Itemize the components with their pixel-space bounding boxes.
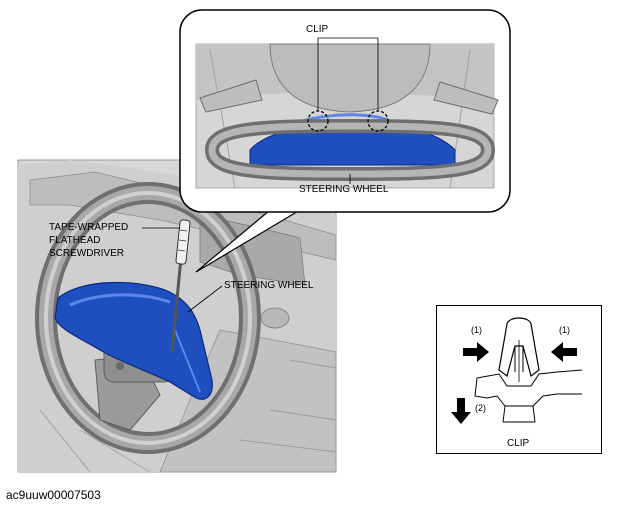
clip-left-mark: (1) xyxy=(471,325,482,335)
tool-label-line-1: TAPE-WRAPPED xyxy=(49,222,129,233)
clip-down-mark: (2) xyxy=(475,403,486,413)
tool-label-line-3: SCREWDRIVER xyxy=(49,248,125,259)
screwdriver-icon xyxy=(170,219,191,353)
tool-label-line-2: FLATHEAD xyxy=(49,235,101,246)
image-id-label: ac9uuw00007503 xyxy=(6,488,101,502)
press-arrow-right-icon xyxy=(551,342,577,362)
airbag-module xyxy=(54,281,213,400)
clip-detail-drawing xyxy=(451,317,583,424)
callout-wheel-label: STEERING WHEEL xyxy=(299,184,389,195)
clip-detail-panel: (1) (1) (2) CLIP xyxy=(436,305,602,454)
main-wheel-label: STEERING WHEEL xyxy=(224,280,314,291)
clip-right-mark: (1) xyxy=(559,325,570,335)
clip-caption: CLIP xyxy=(507,438,530,449)
wheel-leader-line xyxy=(187,285,223,313)
pull-arrow-down-icon xyxy=(451,398,471,424)
zoom-callout xyxy=(179,9,511,213)
callout-clip-label: CLIP xyxy=(306,24,329,35)
press-arrow-left-icon xyxy=(463,342,489,362)
